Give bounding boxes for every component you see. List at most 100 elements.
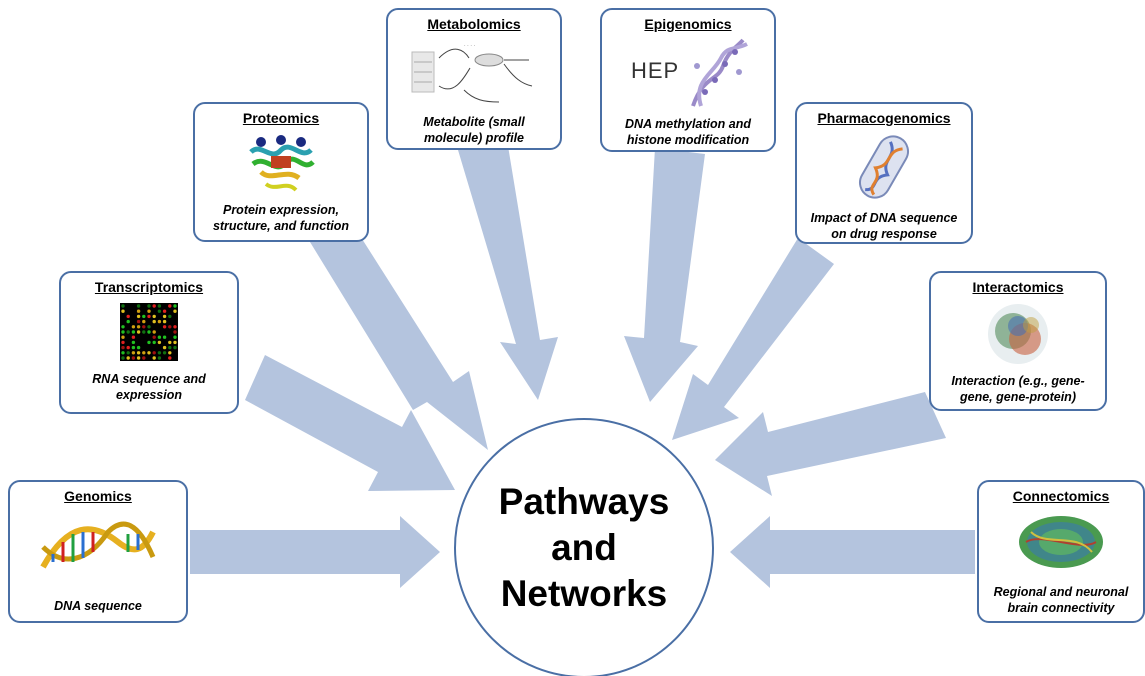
node-epigenomics: Epigenomics HEP DNA methylation and hist… — [600, 8, 776, 152]
microarray-spot — [162, 314, 167, 319]
microarray-spot — [152, 335, 156, 339]
microarray-spot — [136, 345, 141, 350]
node-title: Epigenomics — [644, 16, 732, 32]
hep-logo-text: HEP — [631, 58, 679, 83]
microarray-spot — [152, 340, 156, 345]
node-description: Metabolite (small molecule) profile — [423, 115, 525, 145]
microarray-spot — [168, 304, 172, 308]
microarray-spot — [173, 340, 177, 345]
microarray-spot — [152, 356, 156, 360]
microarray-spot — [131, 356, 136, 360]
microarray-spot — [131, 351, 136, 355]
microarray-spot — [157, 304, 162, 308]
microarray-spot — [168, 356, 172, 360]
microarray-spot — [121, 345, 125, 350]
node-genomics: Genomics DNA sequence — [8, 480, 188, 623]
node-pharmacogenomics: Pharmacogenomics Impact of DNA sequence … — [795, 102, 973, 244]
arrow-epigenomics — [624, 148, 705, 402]
center-label: Pathways and Networks — [498, 481, 670, 614]
node-title: Genomics — [64, 488, 132, 504]
node-description: RNA sequence and expression — [92, 372, 206, 402]
microarray-spot — [136, 351, 141, 355]
microarray-spot — [157, 351, 162, 355]
arrow-transcriptomics — [245, 355, 455, 491]
microarray-spot — [142, 314, 146, 319]
microarray-spot — [152, 304, 156, 308]
svg-text:. . . .: . . . . — [464, 42, 476, 48]
node-description: DNA methylation and histone modification — [625, 117, 751, 147]
microarray-spot — [136, 314, 141, 319]
microarray-spot — [121, 340, 125, 345]
arrow-pharmacogenomics — [672, 238, 834, 440]
arrow-genomics — [190, 516, 440, 588]
node-metabolomics: Metabolomics . . . . Metabolite (small m… — [386, 8, 562, 150]
microarray-spot — [121, 325, 125, 329]
microarray-spot — [121, 330, 125, 334]
microarray-spot — [136, 356, 141, 360]
node-description: Impact of DNA sequence on drug response — [810, 211, 958, 241]
microarray-spot — [147, 314, 151, 319]
microarray-spot — [147, 351, 151, 355]
node-description: Regional and neuronal brain connectivity — [993, 585, 1129, 615]
microarray-spot — [157, 356, 162, 360]
microarray-spot — [162, 335, 167, 339]
microarray-spot — [152, 314, 156, 319]
microarray-spot — [168, 340, 172, 345]
network-hairball-icon — [988, 304, 1048, 364]
node-title: Connectomics — [1012, 488, 1110, 504]
node-transcriptomics: Transcriptomics RNA sequence and express… — [59, 271, 239, 414]
node-title: Interactomics — [972, 279, 1064, 295]
microarray-spot — [142, 330, 146, 334]
microarray-spot — [142, 319, 146, 324]
node-proteomics: Proteomics Protein expression, structure… — [193, 102, 369, 242]
microarray-spot — [152, 330, 156, 334]
microarray-spot — [157, 319, 162, 324]
microarray-spot — [131, 345, 136, 350]
microarray-spot — [173, 330, 177, 334]
node-title: Metabolomics — [427, 16, 521, 32]
microarray-spot — [157, 340, 162, 345]
node-description: Interaction (e.g., gene-gene, gene-prote… — [951, 374, 1085, 404]
node-title: Transcriptomics — [94, 279, 204, 295]
arrow-connectomics — [730, 516, 975, 588]
microarray-spot — [162, 319, 167, 324]
node-title: Proteomics — [242, 110, 320, 126]
microarray-spot — [126, 330, 130, 334]
brain-connectivity-icon — [1019, 516, 1103, 568]
microarray-spot — [136, 304, 141, 308]
arrow-proteomics — [310, 220, 488, 450]
node-description: DNA sequence — [54, 599, 142, 613]
node-description: Protein expression, structure, and funct… — [212, 203, 350, 233]
microarray-spot — [136, 319, 141, 324]
microarray-spot — [147, 309, 151, 313]
microarray-spot — [142, 356, 146, 360]
microarray-spot — [126, 351, 130, 355]
microarray-spot — [131, 340, 136, 345]
arrow-interactomics — [715, 392, 946, 496]
microarray-spot — [173, 309, 177, 313]
microarray-spot — [173, 345, 177, 350]
metabolic-pathway-icon: . . . . — [411, 42, 533, 103]
microarray-spot — [121, 351, 125, 355]
hep-dna-icon: HEP — [631, 38, 748, 107]
microarray-spot — [121, 356, 125, 360]
capsule-dna-icon — [859, 135, 909, 199]
microarray-spot — [162, 309, 167, 313]
microarray-spot — [147, 340, 151, 345]
microarray-spot — [173, 335, 177, 339]
microarray-spot — [162, 351, 167, 355]
microarray-spot — [162, 325, 167, 329]
microarray-spot — [147, 304, 151, 308]
microarray-spot — [131, 330, 136, 334]
node-interactomics: Interactomics Interaction (e.g., gene-ge… — [929, 271, 1107, 411]
microarray-spot — [162, 345, 167, 350]
microarray-spot — [152, 351, 156, 355]
microarray-spot — [126, 319, 130, 324]
microarray-spot — [126, 314, 130, 319]
microarray-spot — [136, 325, 141, 329]
microarray-spot — [142, 325, 146, 329]
microarray-spot — [131, 325, 136, 329]
microarray-spot — [157, 335, 162, 339]
